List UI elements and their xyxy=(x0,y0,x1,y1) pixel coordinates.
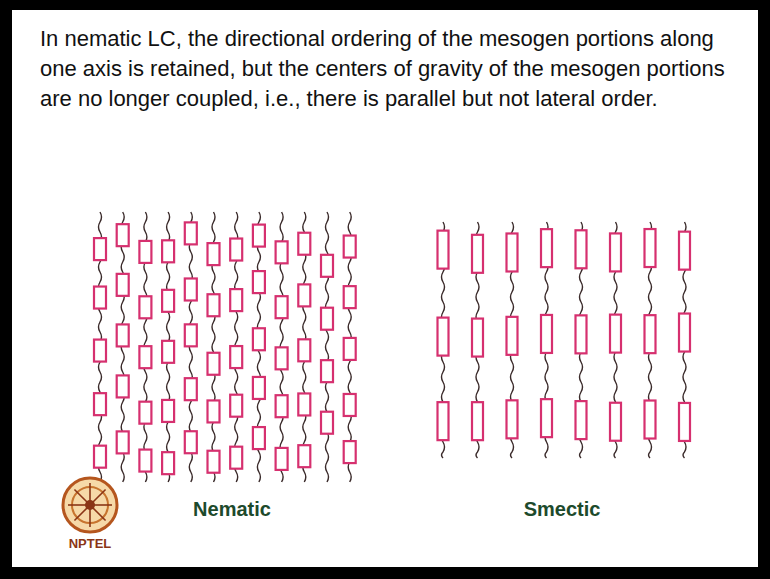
mesogen-rect xyxy=(208,400,220,422)
phase-label: Smectic xyxy=(524,498,601,521)
mesogen-rect xyxy=(321,360,333,382)
mesogen-rect xyxy=(208,451,220,473)
mesogen-rect xyxy=(94,340,106,362)
mesogen-rect xyxy=(321,412,333,434)
mesogen-rect xyxy=(139,241,151,263)
mesogen-rect xyxy=(162,290,174,312)
mesogen-rect xyxy=(679,314,690,352)
mesogen-rect xyxy=(610,233,621,271)
chain-line xyxy=(326,212,329,482)
mesogen-rect xyxy=(253,377,265,399)
mesogen-rect xyxy=(541,229,552,267)
mesogen-rect xyxy=(162,240,174,262)
mesogen-rect xyxy=(298,445,310,467)
mesogen-rect xyxy=(185,324,197,346)
mesogen-rect xyxy=(679,232,690,270)
mesogen-rect xyxy=(344,338,356,360)
mesogen-rect xyxy=(610,403,621,441)
mesogen-rect xyxy=(645,315,656,353)
mesogen-rect xyxy=(230,447,242,469)
phase-label: Nematic xyxy=(193,498,271,521)
mesogen-rect xyxy=(298,284,310,306)
mesogen-rect xyxy=(94,238,106,260)
mesogen-rect xyxy=(94,287,106,309)
mesogen-rect xyxy=(438,231,449,269)
mesogen-rect xyxy=(321,308,333,330)
mesogen-rect xyxy=(321,255,333,277)
mesogen-rect xyxy=(253,328,265,350)
mesogen-rect xyxy=(139,402,151,424)
mesogen-rect xyxy=(230,239,242,261)
mesogen-rect xyxy=(576,315,587,353)
mesogen-rect xyxy=(185,278,197,300)
mesogen-rect xyxy=(139,296,151,318)
nptel-logo xyxy=(63,478,117,532)
mesogen-rect xyxy=(230,346,242,368)
mesogen-rect xyxy=(298,393,310,415)
mesogen-rect xyxy=(117,324,129,346)
mesogen-rect xyxy=(645,229,656,267)
mesogen-rect xyxy=(230,395,242,417)
mesogen-rect xyxy=(472,319,483,357)
mesogen-rect xyxy=(253,225,265,247)
mesogen-rect xyxy=(541,399,552,437)
mesogen-rect xyxy=(576,401,587,439)
mesogen-rect xyxy=(162,452,174,474)
mesogen-rect xyxy=(344,394,356,416)
mesogen-rect xyxy=(185,431,197,453)
mesogen-rect xyxy=(185,378,197,400)
mesogen-rect xyxy=(507,317,518,355)
mesogen-rect xyxy=(610,315,621,353)
mesogen-rect xyxy=(94,393,106,415)
mesogen-rect xyxy=(344,286,356,308)
mesogen-rect xyxy=(298,339,310,361)
mesogen-rect xyxy=(507,400,518,438)
mesogen-rect xyxy=(94,446,106,468)
mesogen-rect xyxy=(438,318,449,356)
mesogen-rect xyxy=(208,243,220,265)
mesogen-rect xyxy=(139,450,151,472)
mesogen-rect xyxy=(230,289,242,311)
mesogen-rect xyxy=(162,400,174,422)
mesogen-rect xyxy=(276,296,288,318)
mesogen-rect xyxy=(117,375,129,397)
mesogen-rect xyxy=(344,236,356,258)
mesogen-rect xyxy=(117,224,129,246)
mesogen-rect xyxy=(162,341,174,363)
mesogen-rect xyxy=(208,294,220,316)
mesogen-rect xyxy=(139,346,151,368)
mesogen-rect xyxy=(276,241,288,263)
mesogen-rect xyxy=(117,274,129,296)
mesogen-rect xyxy=(438,402,449,440)
mesogen-rect xyxy=(276,395,288,417)
mesogen-rect xyxy=(276,347,288,369)
mesogen-rect xyxy=(298,233,310,255)
mesogen-rect xyxy=(541,315,552,353)
mesogen-rect xyxy=(679,403,690,441)
mesogen-rect xyxy=(185,222,197,244)
mesogen-rect xyxy=(472,402,483,440)
mesogen-rect xyxy=(576,230,587,268)
mesogen-rect xyxy=(507,233,518,271)
mesogen-rect xyxy=(208,353,220,375)
mesogen-rect xyxy=(253,427,265,449)
mesogen-rect xyxy=(276,448,288,470)
mesogen-rect xyxy=(344,441,356,463)
mesogen-rect xyxy=(645,401,656,439)
logo-text: NPTEL xyxy=(69,536,112,551)
mesogen-rect xyxy=(472,235,483,273)
slide-text: In nematic LC, the directional ordering … xyxy=(40,24,740,114)
mesogen-rect xyxy=(253,271,265,293)
mesogen-rect xyxy=(117,431,129,453)
